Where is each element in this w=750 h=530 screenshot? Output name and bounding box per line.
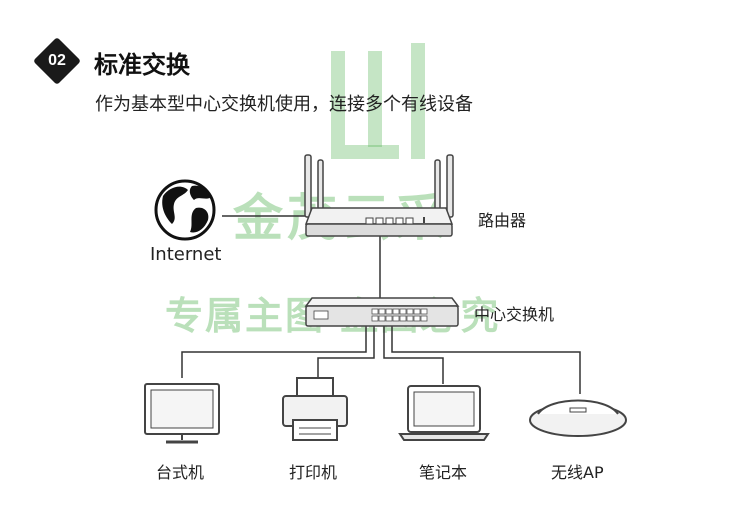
switch-desktop-link	[181, 326, 367, 378]
wireless-ap-icon	[529, 399, 627, 437]
router-label: 路由器	[478, 211, 527, 230]
switch-ap-link	[391, 326, 581, 394]
switch-icon	[304, 297, 460, 327]
section-number: 02	[48, 52, 66, 69]
switch-printer-link	[317, 326, 375, 378]
laptop-icon	[398, 385, 490, 441]
ap-label: 无线AP	[551, 463, 604, 482]
router-icon	[304, 154, 454, 237]
printer-label: 打印机	[289, 463, 338, 482]
globe-icon	[154, 179, 216, 241]
switch-laptop-link	[383, 326, 444, 384]
switch-label: 中心交换机	[474, 305, 555, 324]
desktop-monitor-icon	[144, 383, 220, 444]
laptop-label: 笔记本	[419, 463, 468, 482]
connection-lines	[181, 215, 581, 394]
desktop-label: 台式机	[156, 463, 205, 482]
printer-icon	[282, 377, 348, 441]
section-title: 标准交换	[94, 51, 190, 79]
internet-label: Internet	[150, 244, 222, 265]
section-subtitle: 作为基本型中心交换机使用，连接多个有线设备	[95, 94, 473, 115]
